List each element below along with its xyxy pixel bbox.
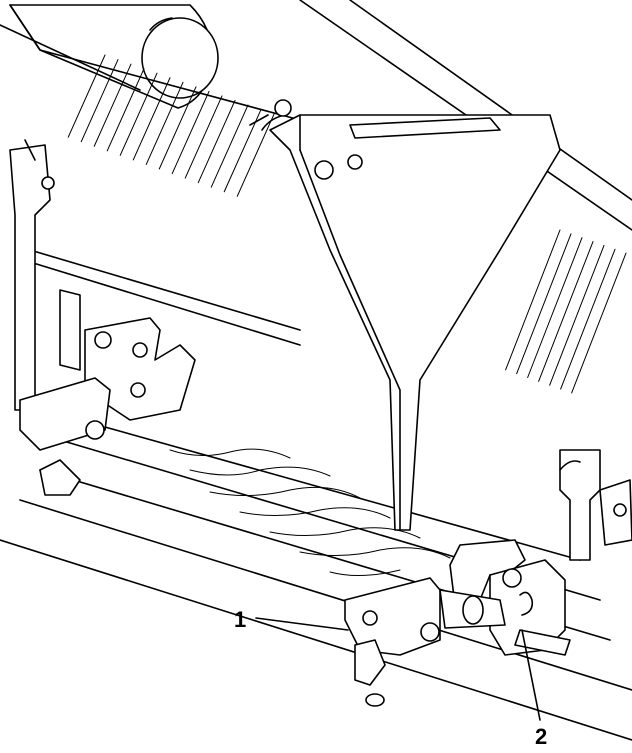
vent-slot <box>106 68 145 152</box>
vent-slot <box>549 244 605 386</box>
vent-slot <box>571 252 627 394</box>
vent-slot <box>158 86 197 170</box>
vent-slot <box>223 109 262 193</box>
vent-slot <box>236 113 275 197</box>
callout-leaders <box>255 617 541 721</box>
vent-slot <box>132 77 171 161</box>
vent-slot <box>210 104 249 188</box>
center-lift-arm <box>249 99 561 531</box>
vent-slot <box>184 95 223 179</box>
vent-slot <box>527 237 583 379</box>
vent-slot <box>119 72 158 156</box>
vent-slot <box>171 90 210 175</box>
vent-slot <box>538 241 594 382</box>
vent-slot <box>560 248 616 390</box>
vent-slot <box>516 233 572 375</box>
left-side-bracket <box>9 139 196 496</box>
vent-slot <box>145 81 184 165</box>
rear-roller <box>0 4 219 109</box>
callout-1-label: 1 <box>234 607 246 632</box>
vent-slot <box>93 63 132 147</box>
vent-slot <box>197 100 236 184</box>
callout-2-label: 2 <box>535 724 547 749</box>
frame-bar <box>0 249 632 741</box>
vent-slot <box>80 59 119 143</box>
upper-hood <box>39 0 632 394</box>
vent-slot <box>505 229 561 371</box>
right-side-bracket <box>559 449 632 561</box>
vent-slot <box>67 54 106 138</box>
right-hitch-assembly <box>344 539 571 707</box>
